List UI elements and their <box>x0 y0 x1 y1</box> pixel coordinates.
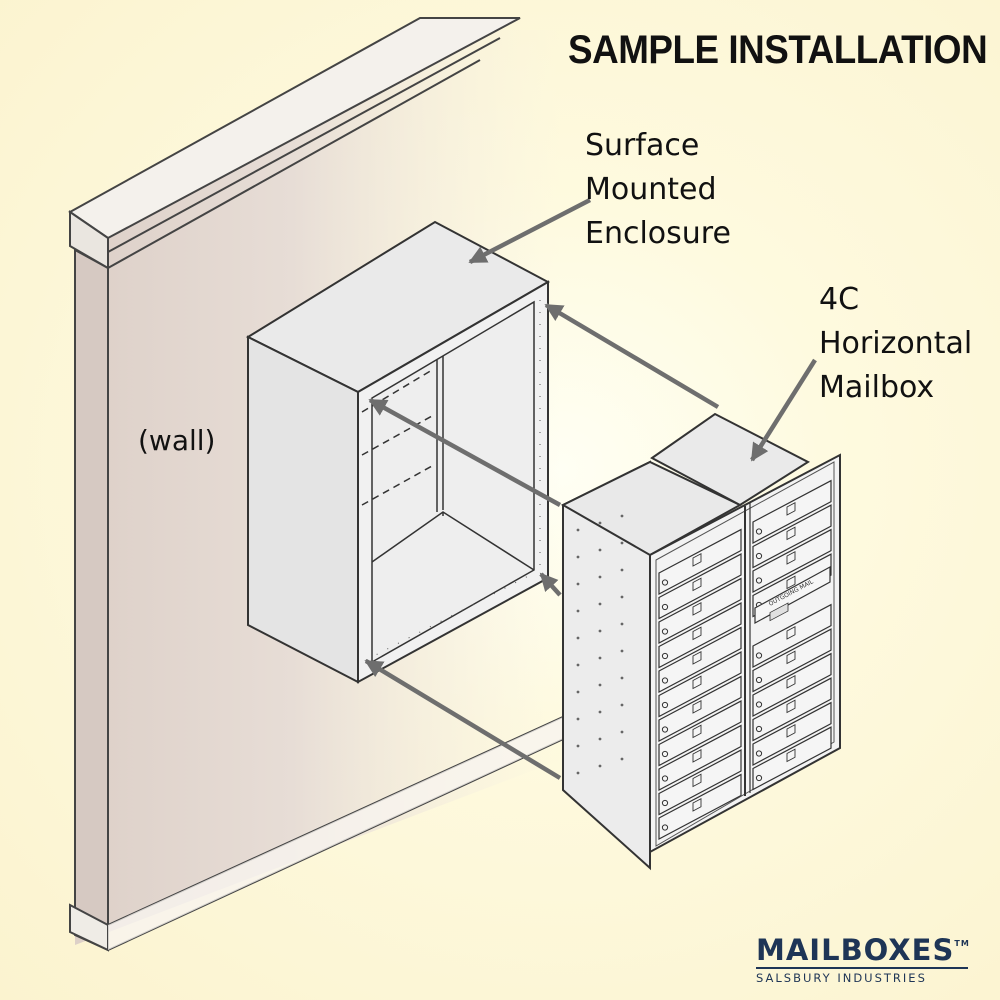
arrow-enclosure-label <box>468 198 592 264</box>
logo-subtitle: SALSBURY INDUSTRIES <box>756 971 927 985</box>
rivet-dot <box>598 656 602 660</box>
rivet-dot <box>598 548 602 552</box>
rivet-dot <box>576 528 580 532</box>
rivet-dot <box>598 737 602 741</box>
label-enclosure-line: Enclosure <box>585 216 731 251</box>
mailbox-door <box>752 677 832 742</box>
side-rivets <box>576 514 624 775</box>
rivet-dot <box>576 609 580 613</box>
mailbox-door <box>658 749 742 816</box>
logo-main-text: MAILBOXES <box>756 933 955 967</box>
arrow-mailbox-label <box>750 358 817 462</box>
rivet-dot <box>598 764 602 768</box>
rivet-dot <box>576 771 580 775</box>
rivet-dot <box>598 710 602 714</box>
mailbox-door <box>658 553 742 620</box>
arrow-bottom-right <box>539 572 562 597</box>
rivet-dot <box>576 690 580 694</box>
label-mailbox-line: Horizontal <box>819 326 973 361</box>
rivet-dot <box>620 541 624 545</box>
rivet-dot <box>620 622 624 626</box>
rivet-dot <box>620 757 624 761</box>
diagram-title: SAMPLE INSTALLATION <box>568 28 988 72</box>
label-enclosure-line: Surface <box>585 128 700 163</box>
arrow-top-left <box>368 398 562 507</box>
rivet-dot <box>576 744 580 748</box>
mailbox-door <box>658 651 742 718</box>
mailbox-doors <box>658 479 832 840</box>
rivet-dot <box>620 649 624 653</box>
mailbox-door <box>752 652 832 717</box>
mailbox-door <box>752 504 832 569</box>
rivet-dot <box>620 676 624 680</box>
mailbox-door <box>658 724 742 791</box>
label-enclosure: Surface Mounted Enclosure <box>585 124 731 256</box>
mailbox-door <box>752 479 832 544</box>
rivet-dot <box>620 595 624 599</box>
rivet-dot <box>576 717 580 721</box>
arrow-bottom-left <box>364 659 562 780</box>
rivet-dot <box>598 683 602 687</box>
mailbox-door <box>752 603 832 668</box>
mailbox-door <box>658 528 742 595</box>
mailbox-door <box>658 577 742 644</box>
rivet-dot <box>576 555 580 559</box>
mailbox-unit: OUTGOING MAIL <box>560 412 841 871</box>
label-enclosure-line: Mounted <box>585 172 717 207</box>
logo-trademark: TM <box>954 939 970 948</box>
rivet-dot <box>620 730 624 734</box>
arrow-top-right <box>544 303 720 409</box>
enclosure <box>245 220 551 684</box>
arrows <box>364 198 817 780</box>
mailbox-door <box>752 701 832 766</box>
logo-rule <box>756 967 968 969</box>
rivet-dot <box>620 703 624 707</box>
rivet-dot <box>598 629 602 633</box>
mailbox-door <box>752 628 832 693</box>
rivet-dot <box>620 514 624 518</box>
brand-logo: MAILBOXESTM SALSBURY INDUSTRIES <box>756 935 976 985</box>
rivet-dot <box>598 575 602 579</box>
logo-wordmark: MAILBOXESTM <box>756 935 976 965</box>
mailbox-door <box>752 528 832 593</box>
label-wall: (wall) <box>138 424 216 457</box>
mailbox-door <box>658 675 742 742</box>
label-mailbox-line: 4C <box>819 282 860 317</box>
mailbox-door <box>658 602 742 669</box>
label-mailbox-line: Mailbox <box>819 370 935 405</box>
mailbox-door <box>752 726 832 791</box>
mailbox-door <box>658 700 742 767</box>
rivet-dot <box>598 521 602 525</box>
rivet-dot <box>620 568 624 572</box>
label-mailbox: 4C Horizontal Mailbox <box>819 278 972 410</box>
rivet-dot <box>576 663 580 667</box>
rivet-dot <box>576 636 580 640</box>
rivet-dot <box>598 602 602 606</box>
mailbox-door <box>658 773 742 840</box>
rivet-dot <box>576 582 580 586</box>
mailbox-door <box>658 626 742 693</box>
